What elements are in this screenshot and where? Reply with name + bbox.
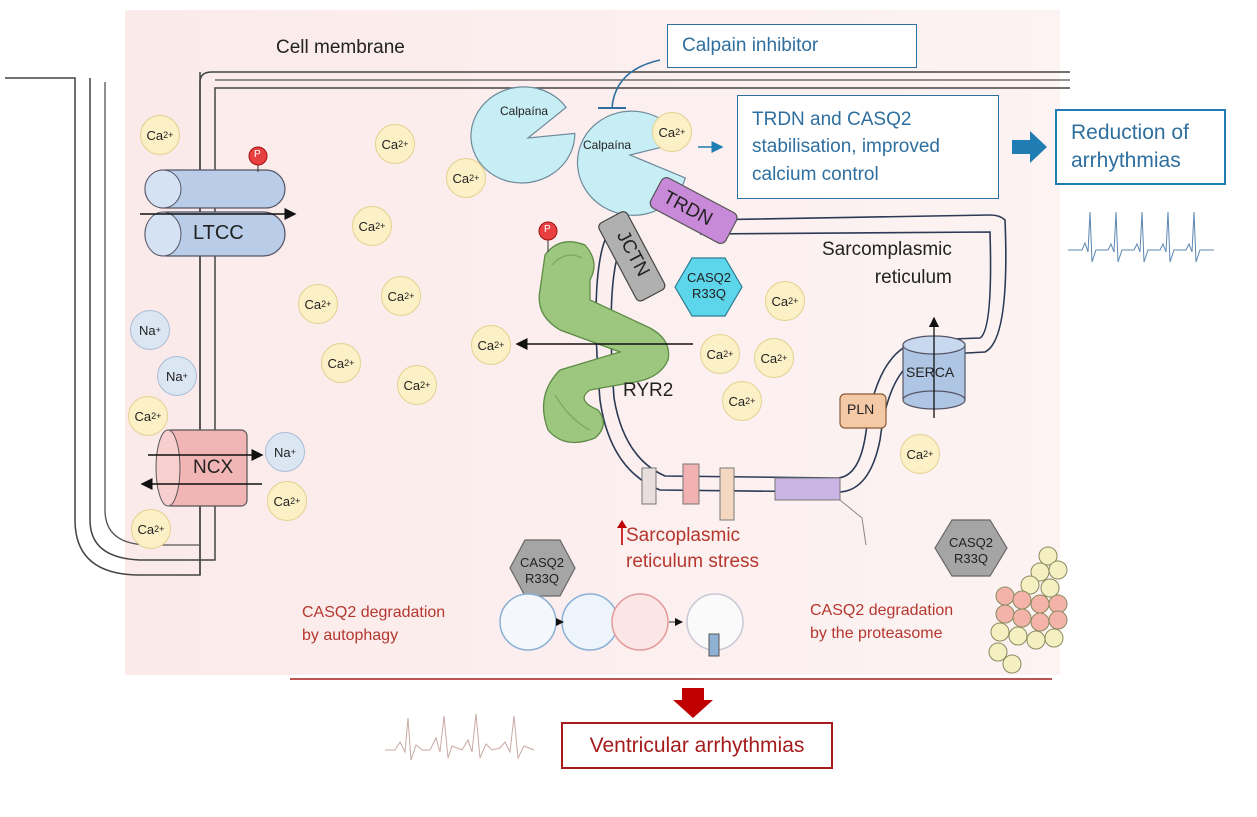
stabilisation-line-1: TRDN and CASQ2: [752, 108, 912, 130]
er-stress-sensors: [641, 463, 867, 546]
calpain-inhibitor-label: Calpain inhibitor: [682, 35, 819, 56]
ltcc-label: LTCC: [193, 222, 244, 244]
casq2-proteasome-line-2: R33Q: [954, 551, 988, 567]
stabilisation-line-2: stabilisation, improved: [752, 136, 940, 158]
ryr2-p-label: P: [544, 224, 551, 235]
casq2-label: CASQ2 R33Q: [682, 270, 736, 303]
casq2-label-line-2: R33Q: [692, 286, 726, 302]
calpain-2-label: Calpaína: [583, 138, 632, 152]
ryr2-channel: [538, 241, 670, 444]
ventricular-arrhythmias-box: Ventricular arrhythmias: [561, 722, 833, 769]
ryr2-phospho: [538, 221, 558, 241]
ltcc-phospho: [248, 146, 268, 166]
cell-membrane-label: Cell membrane: [276, 37, 405, 58]
ltcc-channel: [144, 169, 286, 257]
reduction-line-1: Reduction of: [1071, 120, 1189, 144]
sr-label-line-2: reticulum: [874, 266, 952, 288]
ncx-channel: [155, 429, 248, 507]
autophagy-vesicles: [499, 593, 744, 651]
autophagy-line-2: by autophagy: [302, 627, 399, 645]
pln-label: PLN: [847, 401, 875, 417]
casq2-label-line-1: CASQ2: [686, 270, 732, 285]
ventricular-arrhythmias-label: Ventricular arrhythmias: [589, 733, 805, 757]
proteasome: [988, 546, 1068, 674]
calpain-inhibitor-box: Calpain inhibitor: [667, 24, 917, 68]
stabilisation-box: TRDN and CASQ2 stabilisation, improved c…: [737, 95, 999, 199]
ncx-label: NCX: [193, 457, 234, 478]
casq2-proteasome-line-1: CASQ2: [948, 535, 994, 550]
proteasome-line-2: by the proteasome: [810, 625, 943, 643]
casq2-autophagy-line-1: CASQ2: [519, 555, 565, 570]
autophagy-label: CASQ2 degradation by autophagy: [302, 601, 445, 647]
calpain-1: [470, 86, 576, 184]
inhibitor-line: [611, 59, 661, 109]
na-ion: Na+: [157, 356, 197, 396]
calpain-1-label: Calpaína: [500, 104, 549, 118]
casq2-proteasome-label: CASQ2 R33Q: [944, 535, 998, 568]
casq2-proteasome-hexagon: [934, 519, 1008, 577]
ryr2-label: RYR2: [623, 380, 674, 401]
autophagy-line-1: CASQ2 degradation: [302, 604, 446, 621]
casq2-autophagy-label: CASQ2 R33Q: [515, 555, 569, 588]
ltcc-p-label: P: [254, 149, 261, 160]
na-ion: Na+: [130, 310, 170, 350]
stabilisation-line-3: calcium control: [752, 163, 879, 185]
na-ion: Na+: [265, 432, 305, 472]
serca-label: SERCA: [906, 364, 955, 380]
big-blue-arrow: [1012, 131, 1047, 163]
reduction-line-2: arrhythmias: [1071, 149, 1181, 172]
casq2-autophagy-line-2: R33Q: [525, 571, 559, 587]
red-down-arrow: [673, 688, 713, 718]
proteasome-line-1: CASQ2 degradation: [810, 602, 954, 619]
proteasome-label: CASQ2 degradation by the proteasome: [810, 599, 953, 645]
sr-stress-line-1: Sarcoplasmic: [626, 525, 741, 546]
jctn-protein: [598, 211, 666, 302]
casq2-hexagon: [674, 257, 743, 317]
reduction-box: Reduction of arrhythmias: [1055, 109, 1226, 185]
sr-label: Sarcomplasmic reticulum: [822, 236, 952, 291]
pln-protein: [839, 393, 887, 429]
trdn-protein: [649, 177, 738, 244]
arrhythmic-ecg-trace: [385, 713, 535, 761]
sr-label-line-1: Sarcomplasmic: [822, 239, 952, 260]
sr-stress-label: Sarcoplasmic reticulum stress: [626, 523, 759, 574]
normal-ecg-trace: [1068, 211, 1214, 263]
sr-stress-line-2: reticulum stress: [626, 550, 760, 572]
